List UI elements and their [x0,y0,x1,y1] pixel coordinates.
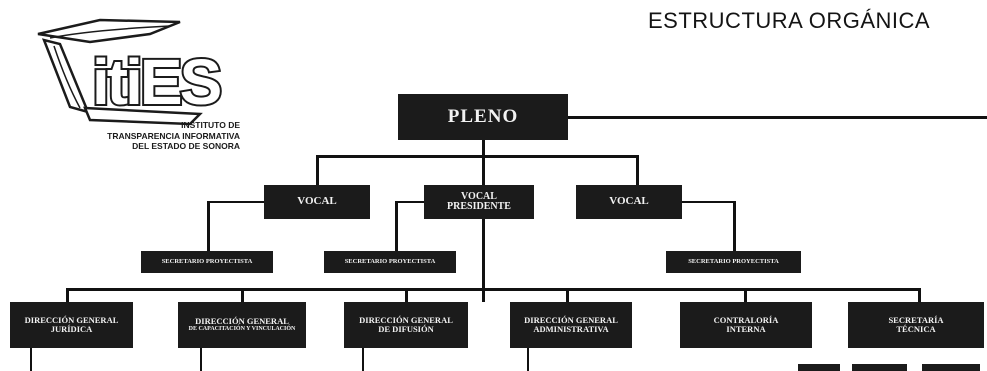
logo-graphic: itiES [37,18,226,126]
direction-1-line-2: JURÍDICA [50,324,93,334]
node-secretario-left: SECRETARIO PROYECTISTA [141,251,273,273]
node-secretario-center: SECRETARIO PROYECTISTA [324,251,456,273]
node-secretario-center-label: SECRETARIO PROYECTISTA [344,257,436,265]
direction-5-line-2: INTERNA [726,324,766,334]
node-vocal-president-line-2: PRESIDENTE [447,201,511,212]
direction-6-line-1: SECRETARÍA [888,315,944,326]
direction-2-line-2: DE CAPACITACIÓN Y VINCULACIÓN [188,326,296,333]
connector-sec-left-h [207,201,264,203]
connector-dir-4 [566,288,569,302]
connector-dir-2-below [200,348,202,371]
node-contraloria-interna: CONTRALORÍA INTERNA [680,302,812,348]
node-direccion-difusion: DIRECCIÓN GENERAL DE DIFUSIÓN [344,302,468,348]
node-pleno: PLENO [398,94,568,140]
connector-sec-left-v [207,201,210,251]
connector-dir-6 [918,288,921,302]
logo-wordmark: itiES [92,46,221,118]
connector-dir-5 [744,288,747,302]
logo-caption-line-1: INSTITUTO DE [181,120,240,130]
node-direccion-juridica: DIRECCIÓN GENERAL JURÍDICA [10,302,133,348]
connector-vocal-left-drop [316,155,319,185]
node-vocal-right-label: VOCAL [609,195,649,208]
node-vocal-left-label: VOCAL [297,195,337,208]
node-secretario-right-label: SECRETARIO PROYECTISTA [688,257,779,265]
connector-dir-2 [241,288,244,302]
connector-sec-right-h [680,201,735,203]
direction-3-line-1: DIRECCIÓN GENERAL [359,315,453,326]
connector-vocal-right-drop [636,155,639,185]
connector-dir-1 [66,288,69,302]
node-direccion-capacitacion: DIRECCIÓN GENERAL DE CAPACITACIÓN Y VINC… [178,302,306,348]
node-secretaria-tecnica: SECRETARÍA TÉCNICA [848,302,984,348]
connector-dir-3-below [362,348,364,371]
bottom-mark-3 [922,364,980,371]
node-vocal-right: VOCAL [576,185,682,219]
direction-4-line-2: ADMINISTRATIVA [533,324,609,334]
connector-sec-center-v [395,201,398,251]
node-vocal-president: VOCAL PRESIDENTE [424,185,534,219]
direction-3-line-2: DE DIFUSIÓN [378,324,434,334]
connector-dir-4-below [527,348,529,371]
logo-caption: INSTITUTO DE TRANSPARENCIA INFORMATIVA D… [107,120,240,152]
connector-directions-bar [66,288,921,291]
connector-sec-right-v [733,201,736,251]
bottom-mark-2 [852,364,907,371]
page-title: ESTRUCTURA ORGÁNICA [648,8,931,33]
connector-vocal-bar [316,155,638,158]
node-vocal-left: VOCAL [264,185,370,219]
bottom-mark-1 [798,364,840,371]
node-secretario-right: SECRETARIO PROYECTISTA [666,251,801,273]
direction-2-line-1: DIRECCIÓN GENERAL [195,316,289,327]
connector-sec-center-h [395,201,424,203]
node-vocal-president-line-1: VOCAL [461,190,497,202]
node-pleno-label: PLENO [447,106,519,128]
direction-6-line-2: TÉCNICA [896,324,936,334]
direction-4-line-1: DIRECCIÓN GENERAL [524,315,618,326]
node-direccion-administrativa: DIRECCIÓN GENERAL ADMINISTRATIVA [510,302,632,348]
logo-caption-line-2: TRANSPARENCIA INFORMATIVA [107,130,240,141]
connector-pleno-down [482,140,485,302]
connector-dir-1-below [30,348,32,371]
connector-dir-3 [405,288,408,302]
ities-logo: itiES INSTITUTO DE TRANSPARENCIA INFORMA… [30,12,240,172]
direction-5-line-1: CONTRALORÍA [713,315,779,326]
connector-pleno-right [568,116,987,119]
direction-1-line-1: DIRECCIÓN GENERAL [24,315,119,326]
logo-caption-line-3: DEL ESTADO DE SONORA [132,141,240,152]
node-secretario-left-label: SECRETARIO PROYECTISTA [161,257,253,265]
